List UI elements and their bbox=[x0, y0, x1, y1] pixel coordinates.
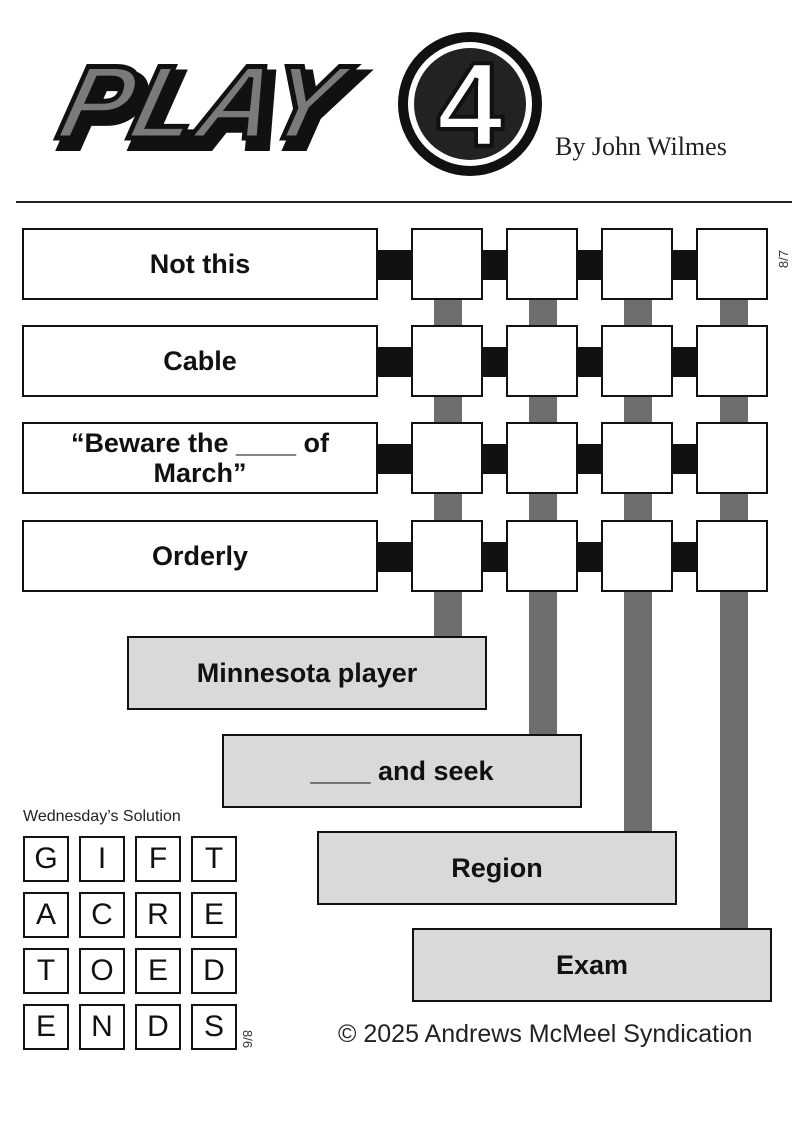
down-clue-4: Exam bbox=[412, 928, 772, 1002]
across-clue-4-label: Orderly bbox=[151, 541, 249, 571]
grid-cell-3-2[interactable] bbox=[506, 422, 578, 494]
across-clue-3: “Beware the ____ of March” bbox=[22, 422, 378, 494]
solution-cell: T bbox=[191, 836, 237, 882]
grid-cell-2-2[interactable] bbox=[506, 325, 578, 397]
down-clue-3-label: Region bbox=[451, 852, 543, 883]
down-clue-4-label: Exam bbox=[555, 949, 629, 980]
across-clue-2-label: Cable bbox=[163, 346, 237, 376]
puzzle-date-tag: 8/7 bbox=[776, 250, 791, 269]
grid-cell-1-3[interactable] bbox=[601, 228, 673, 300]
solution-cell: G bbox=[23, 836, 69, 882]
grid-cell-4-4[interactable] bbox=[696, 520, 768, 592]
solution-cell: E bbox=[135, 948, 181, 994]
across-clue-2: Cable bbox=[22, 325, 378, 397]
byline: By John Wilmes bbox=[555, 132, 727, 161]
solution-cell: N bbox=[79, 1004, 125, 1050]
grid-cell-1-4[interactable] bbox=[696, 228, 768, 300]
down-clue-3: Region bbox=[317, 831, 677, 905]
copyright: © 2025 Andrews McMeel Syndication bbox=[338, 1020, 753, 1048]
grid-cell-4-2[interactable] bbox=[506, 520, 578, 592]
down-connector-4 bbox=[720, 300, 748, 930]
header-divider bbox=[16, 201, 792, 203]
solution-date-tag: 8/6 bbox=[240, 1030, 255, 1049]
logo-circle-inner bbox=[414, 48, 526, 160]
solution-cell: I bbox=[79, 836, 125, 882]
down-clue-2-label: ____ and seek bbox=[310, 755, 494, 786]
down-clue-1: Minnesota player bbox=[127, 636, 487, 710]
grid-cell-3-3[interactable] bbox=[601, 422, 673, 494]
across-clue-3-label: “Beware the ____ of March” bbox=[70, 428, 330, 488]
solution-cell: F bbox=[135, 836, 181, 882]
grid-cell-4-1[interactable] bbox=[411, 520, 483, 592]
play4-logo: PLAY PLAY 4 bbox=[46, 32, 542, 176]
solution-cell: R bbox=[135, 892, 181, 938]
down-clue-1-label: Minnesota player bbox=[196, 657, 418, 688]
solution-cell: C bbox=[79, 892, 125, 938]
grid-cell-2-4[interactable] bbox=[696, 325, 768, 397]
solution-cell: S bbox=[191, 1004, 237, 1050]
solution-cell: E bbox=[23, 1004, 69, 1050]
logo-text: PLAY bbox=[49, 44, 362, 160]
solution-cell: D bbox=[191, 948, 237, 994]
across-clue-4: Orderly bbox=[22, 520, 378, 592]
grid-cell-1-1[interactable] bbox=[411, 228, 483, 300]
grid-cell-1-2[interactable] bbox=[506, 228, 578, 300]
across-clue-1: Not this bbox=[22, 228, 378, 300]
solution-cell: A bbox=[23, 892, 69, 938]
solution-title: Wednesday’s Solution bbox=[23, 808, 181, 825]
down-clue-2: ____ and seek bbox=[222, 734, 582, 808]
grid-cell-3-4[interactable] bbox=[696, 422, 768, 494]
across-clue-1-label: Not this bbox=[149, 249, 251, 279]
logo-text-shadow: PLAY bbox=[55, 52, 368, 168]
grid-cell-2-3[interactable] bbox=[601, 325, 673, 397]
solution-cell: T bbox=[23, 948, 69, 994]
solution-cell: O bbox=[79, 948, 125, 994]
grid-cell-4-3[interactable] bbox=[601, 520, 673, 592]
solution-cell: D bbox=[135, 1004, 181, 1050]
grid-cell-3-1[interactable] bbox=[411, 422, 483, 494]
solution-cell: E bbox=[191, 892, 237, 938]
grid-cell-2-1[interactable] bbox=[411, 325, 483, 397]
logo-number: 4 bbox=[437, 38, 504, 172]
